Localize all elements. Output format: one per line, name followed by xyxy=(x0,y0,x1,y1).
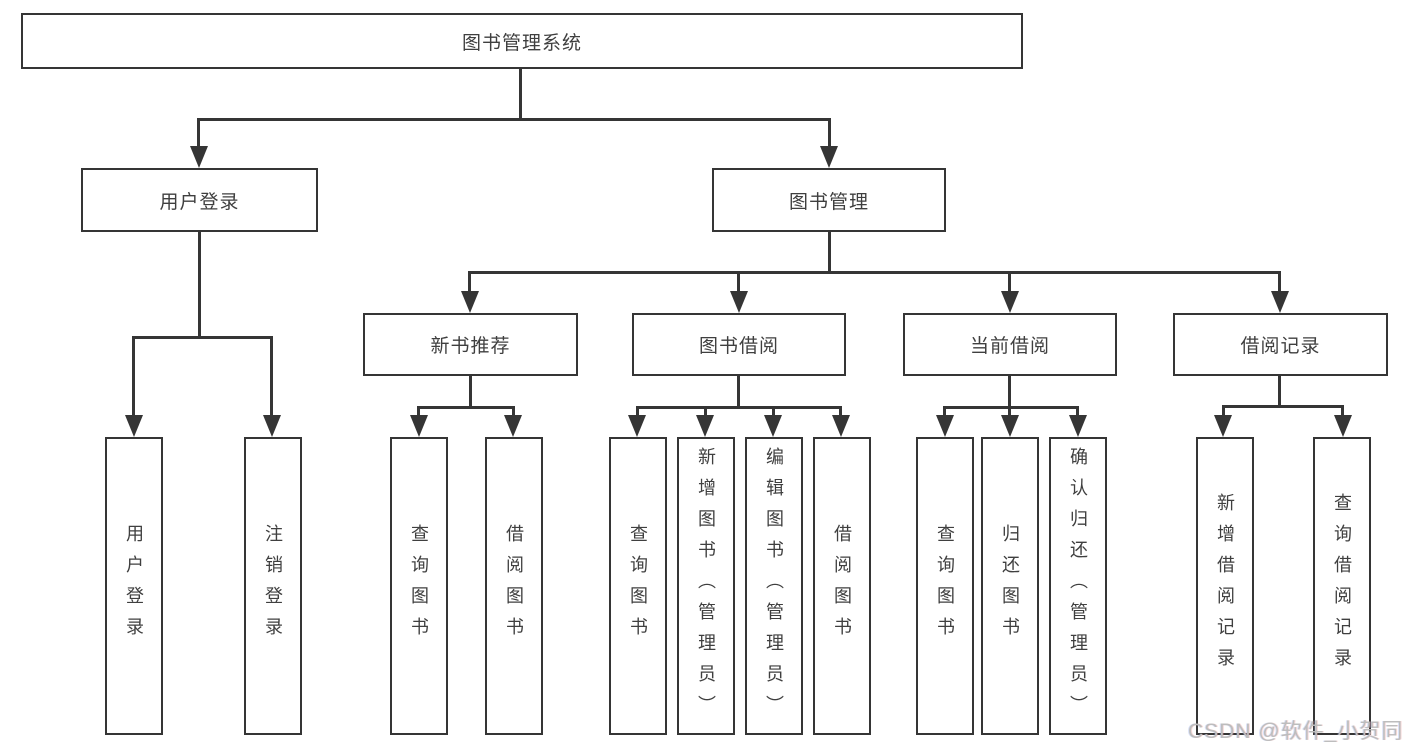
connector-leaf-drop xyxy=(636,406,639,415)
node-leaf-cb-confirm-return: 确认归还（管理员） xyxy=(1049,437,1107,735)
node-current-borrow: 当前借阅 xyxy=(903,313,1117,376)
connector-book-borrow-stem xyxy=(737,376,740,406)
connector-new-book-rec-bus xyxy=(417,406,515,409)
connector-leaf-drop xyxy=(943,406,946,415)
arrow-down-icon xyxy=(820,146,838,168)
connector-leaf-drop xyxy=(1008,406,1011,415)
connector-l3-drop xyxy=(468,271,471,291)
connector-leaf-drop xyxy=(417,406,420,415)
connector-root-bus xyxy=(198,118,831,121)
connector-current-borrow-bus xyxy=(943,406,1079,409)
node-user-login-label: 用户登录 xyxy=(159,191,240,213)
node-book-mgmt-label: 图书管理 xyxy=(788,191,869,213)
node-leaf-bb-borrow-books: 借阅图书 xyxy=(813,437,871,735)
leaf-label: 查询图书 xyxy=(628,524,648,648)
node-leaf-user-login: 用户登录 xyxy=(105,437,163,735)
node-leaf-logout: 注销登录 xyxy=(244,437,302,735)
node-new-book-rec: 新书推荐 xyxy=(363,313,578,376)
connector-leaf-drop xyxy=(772,406,775,415)
connector-leaf-drop xyxy=(1076,406,1079,415)
node-borrow-record-label: 借阅记录 xyxy=(1240,336,1321,357)
leaf-label: 编辑图书（管理员） xyxy=(764,446,784,726)
connector-l3-drop xyxy=(737,271,740,291)
arrow-down-icon xyxy=(125,415,143,437)
connector-l3-drop xyxy=(1008,271,1011,291)
node-leaf-rec-query-books: 查询图书 xyxy=(390,437,448,735)
node-book-borrow-label: 图书借阅 xyxy=(698,336,779,357)
node-root: 图书管理系统 xyxy=(21,13,1023,69)
connector-current-borrow-stem xyxy=(1008,376,1011,406)
connector-book-borrow-bus xyxy=(636,406,842,409)
leaf-label: 新增图书（管理员） xyxy=(696,446,716,726)
leaf-label: 查询借阅记录 xyxy=(1332,493,1352,679)
node-leaf-cb-return-books: 归还图书 xyxy=(981,437,1039,735)
node-borrow-record: 借阅记录 xyxy=(1173,313,1388,376)
node-leaf-cb-query-books: 查询图书 xyxy=(916,437,974,735)
arrow-down-icon xyxy=(190,146,208,168)
node-leaf-bb-edit-books: 编辑图书（管理员） xyxy=(745,437,803,735)
leaf-label: 查询图书 xyxy=(409,524,429,648)
arrow-down-icon xyxy=(1069,415,1087,437)
arrow-down-icon xyxy=(1214,415,1232,437)
arrow-down-icon xyxy=(764,415,782,437)
node-leaf-bb-add-books: 新增图书（管理员） xyxy=(677,437,735,735)
node-leaf-rec-borrow-books: 借阅图书 xyxy=(485,437,543,735)
connector-borrow-record-stem xyxy=(1278,376,1281,405)
arrow-down-icon xyxy=(1271,291,1289,313)
connector-leaf-drop xyxy=(1222,405,1225,415)
leaf-label: 查询图书 xyxy=(935,524,955,648)
csdn-watermark: CSDN @软件_小贺同学 xyxy=(1188,720,1404,743)
node-leaf-br-query-record: 查询借阅记录 xyxy=(1313,437,1371,735)
leaf-label: 确认归还（管理员） xyxy=(1068,446,1088,726)
node-new-book-rec-label: 新书推荐 xyxy=(430,336,511,357)
node-leaf-br-add-record: 新增借阅记录 xyxy=(1196,437,1254,735)
arrow-down-icon xyxy=(936,415,954,437)
node-leaf-bb-query-books: 查询图书 xyxy=(609,437,667,735)
arrow-down-icon xyxy=(461,291,479,313)
connector-root-stem xyxy=(519,69,522,118)
node-book-mgmt: 图书管理 xyxy=(712,168,946,232)
node-root-label: 图书管理系统 xyxy=(461,32,582,54)
node-book-borrow: 图书借阅 xyxy=(632,313,846,376)
connector-book-mgmt-bus xyxy=(469,271,1281,274)
connector-leaf-drop xyxy=(1341,405,1344,415)
node-user-login: 用户登录 xyxy=(81,168,318,232)
arrow-down-icon xyxy=(504,415,522,437)
connector-leaf-drop xyxy=(270,336,273,415)
connector-leaf-drop xyxy=(839,406,842,415)
arrow-down-icon xyxy=(628,415,646,437)
connector-book-mgmt-stem xyxy=(828,232,831,271)
leaf-label: 借阅图书 xyxy=(832,524,852,648)
connector-book-mgmt-drop xyxy=(828,118,831,148)
arrow-down-icon xyxy=(730,291,748,313)
arrow-down-icon xyxy=(832,415,850,437)
connector-new-book-rec-stem xyxy=(469,376,472,406)
leaf-label: 注销登录 xyxy=(263,524,283,648)
leaf-label: 借阅图书 xyxy=(504,524,524,648)
arrow-down-icon xyxy=(696,415,714,437)
connector-leaf-drop xyxy=(132,336,135,415)
leaf-label: 新增借阅记录 xyxy=(1215,493,1235,679)
arrow-down-icon xyxy=(1001,415,1019,437)
connector-leaf-drop xyxy=(512,406,515,415)
arrow-down-icon xyxy=(410,415,428,437)
connector-user-login-bus xyxy=(132,336,273,339)
node-current-borrow-label: 当前借阅 xyxy=(969,336,1050,357)
arrow-down-icon xyxy=(1001,291,1019,313)
connector-user-login-stem xyxy=(198,232,201,336)
connector-l3-drop xyxy=(1278,271,1281,291)
arrow-down-icon xyxy=(1334,415,1352,437)
connector-leaf-drop xyxy=(704,406,707,415)
leaf-label: 归还图书 xyxy=(1000,524,1020,648)
leaf-label: 用户登录 xyxy=(124,524,144,648)
connector-borrow-record-bus xyxy=(1222,405,1344,408)
connector-user-login-drop xyxy=(197,118,200,148)
arrow-down-icon xyxy=(263,415,281,437)
